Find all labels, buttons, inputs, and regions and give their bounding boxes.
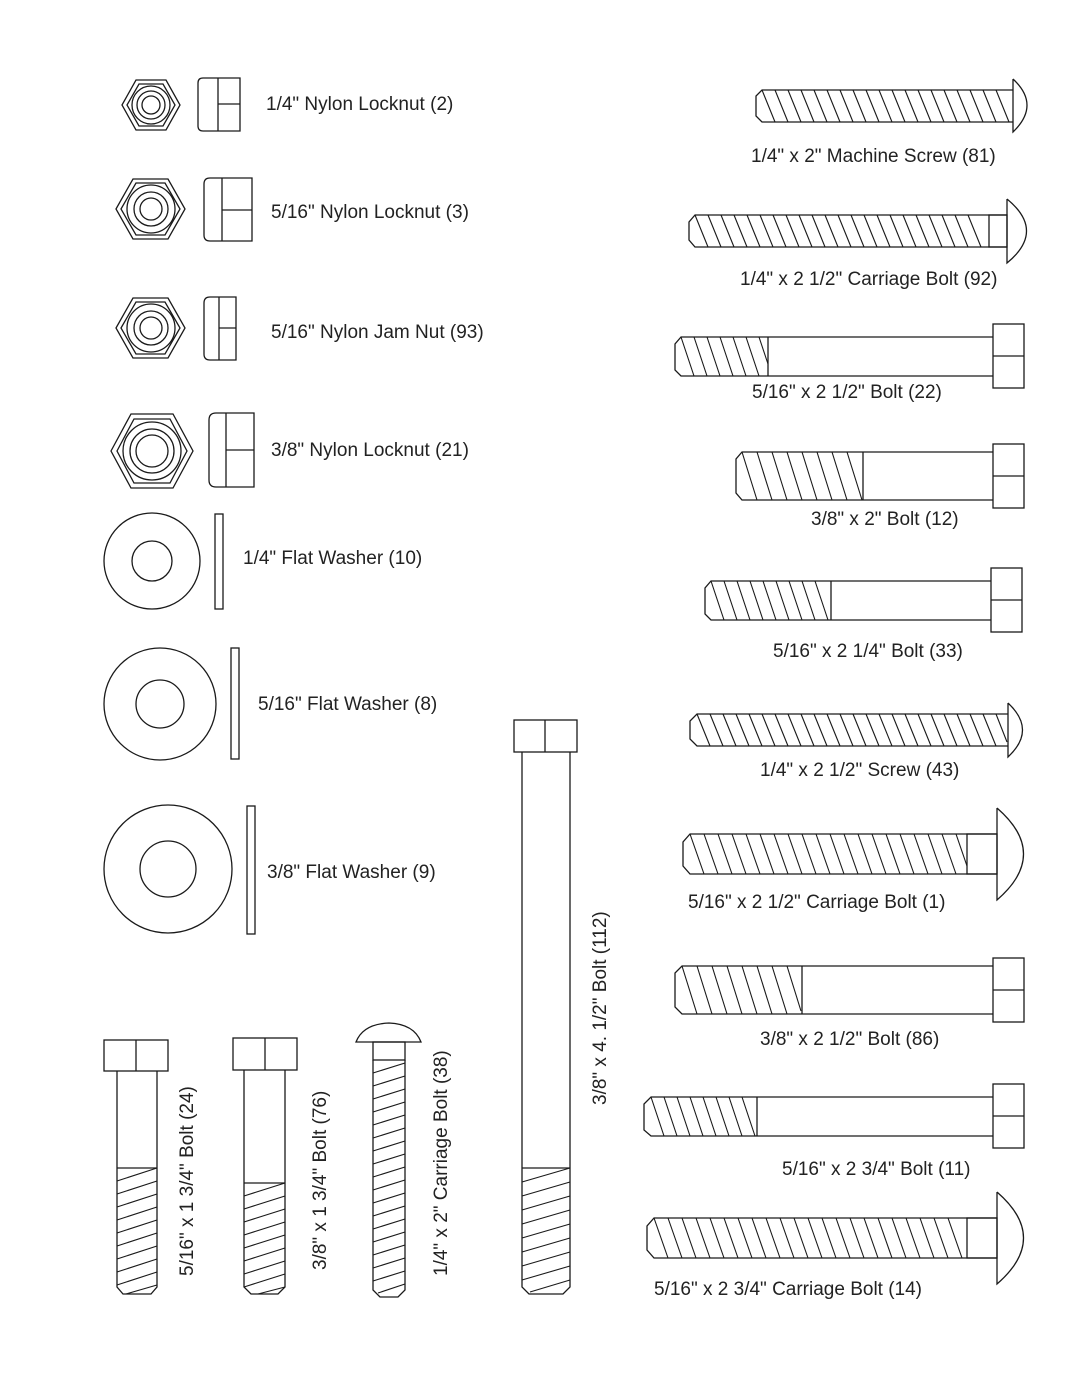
bolt-38x134-label: 3/8" x 1 3/4" Bolt (76) [310,1091,331,1270]
bolt-516x212-label: 5/16" x 2 1/2" Bolt (22) [752,382,942,403]
carriage-516x212-neck [966,833,998,875]
bolt-516x134-label: 5/16" x 1 3/4" Bolt (24) [177,1086,198,1276]
carriage-14x212-shank [688,214,1007,248]
washer-516-label: 5/16" Flat Washer (8) [258,694,437,715]
carriage-516x234-label: 5/16" x 2 3/4" Carriage Bolt (14) [654,1279,922,1300]
bolt-38x2-label: 3/8" x 2" Bolt (12) [811,509,959,530]
carriage-516x212-threads [689,833,968,875]
bolt-38x2: 3/8" x 2" Bolt (12) [735,443,1025,530]
bolt-516x212-shank [674,336,993,377]
bolt-38x134-threads [243,1182,286,1295]
nut-516-jamnut-side-view [203,296,237,361]
nut-38-locknut: 3/8" Nylon Locknut (21) [110,412,469,489]
carriage-516x212-shank [682,833,997,875]
carriage-516x234-head [996,1191,1025,1286]
screw-14x2-machine: 1/4" x 2" Machine Screw (81) [751,78,1028,167]
bolt-38x212: 3/8" x 2 1/2" Bolt (86) [674,957,1025,1050]
carriage-14x2-neck [372,1041,406,1061]
screw-14x212: 1/4" x 2 1/2" Screw (43) [689,702,1023,781]
bolt-38x2-shank [735,451,993,501]
carriage-14x212-threads [694,214,982,248]
nut-14-locknut: 1/4" Nylon Locknut (2) [121,77,453,132]
nut-516-jamnut: 5/16" Nylon Jam Nut (93) [115,296,484,361]
carriage-516x234: 5/16" x 2 3/4" Carriage Bolt (14) [646,1191,1025,1300]
carriage-516x212-head [996,807,1025,902]
carriage-14x212-neck [988,214,1008,248]
screw-14x212-threads [696,713,1008,747]
carriage-516x212: 5/16" x 2 1/2" Carriage Bolt (1) [682,807,1025,913]
washer-516-face [103,647,217,761]
bolt-38x2-threads [741,451,863,501]
washer-516-edge [230,647,240,760]
nut-14-locknut-top-view [121,79,181,131]
carriage-516x234-shank [646,1217,997,1259]
washer-14-label: 1/4" Flat Washer (10) [243,548,422,569]
bolt-38x212-label: 3/8" x 2 1/2" Bolt (86) [760,1029,939,1050]
bolt-38x412: 3/8" x 4. 1/2" Bolt (112) [513,719,611,1295]
bolt-516x214-shank [704,580,991,621]
carriage-14x212-label: 1/4" x 2 1/2" Carriage Bolt (92) [740,269,997,290]
bolt-38x412-threads [521,1167,571,1293]
nut-516-locknut: 5/16" Nylon Locknut (3) [115,177,469,242]
washer-38-face [103,804,233,934]
bolt-38x134-shank [243,1070,286,1295]
washer-38-edge [246,805,256,935]
screw-14x2-machine-label: 1/4" x 2" Machine Screw (81) [751,146,996,167]
washer-14-face [103,512,201,610]
carriage-14x2-head [355,1022,422,1043]
nut-516-jamnut-label: 5/16" Nylon Jam Nut (93) [271,322,484,343]
bolt-516x234: 5/16" x 2 3/4" Bolt (11) [643,1083,1025,1180]
bolt-516x134-threads [116,1167,158,1295]
carriage-516x234-threads [653,1217,963,1259]
screw-14x2-machine-threads [761,89,1010,123]
nut-14-locknut-label: 1/4" Nylon Locknut (2) [266,94,453,115]
nut-516-jamnut-top-view [115,297,186,359]
carriage-14x212: 1/4" x 2 1/2" Carriage Bolt (92) [688,198,1028,290]
carriage-14x2-threads [372,1062,406,1294]
carriage-14x2: 1/4" x 2" Carriage Bolt (38) [355,1022,452,1298]
bolt-516x134: 5/16" x 1 3/4" Bolt (24) [103,1039,198,1295]
carriage-14x2-shank [372,1060,406,1298]
screw-14x212-head [1007,702,1023,759]
bolt-38x412-label: 3/8" x 4. 1/2" Bolt (112) [590,911,611,1105]
bolt-516x212-threads [680,336,769,377]
nut-14-locknut-side-view [197,77,241,132]
bolt-38x212-threads [681,965,802,1015]
bolt-516x234-threads [650,1096,756,1137]
nut-516-locknut-top-view [115,178,186,240]
washer-14: 1/4" Flat Washer (10) [103,512,422,610]
washer-516: 5/16" Flat Washer (8) [103,647,437,761]
nut-516-locknut-label: 5/16" Nylon Locknut (3) [271,202,469,223]
screw-14x212-label: 1/4" x 2 1/2" Screw (43) [760,760,959,781]
carriage-516x212-label: 5/16" x 2 1/2" Carriage Bolt (1) [688,892,945,913]
nut-38-locknut-side-view [208,412,255,488]
carriage-516x234-neck [966,1217,998,1259]
bolt-38x212-shank [674,965,993,1015]
nut-38-locknut-top-view [110,413,194,489]
carriage-14x212-head [1006,198,1028,265]
screw-14x2-machine-head [1012,78,1028,134]
bolt-516x214-label: 5/16" x 2 1/4" Bolt (33) [773,641,963,662]
washer-38-label: 3/8" Flat Washer (9) [267,862,436,883]
bolt-38x134: 3/8" x 1 3/4" Bolt (76) [232,1037,331,1295]
bolt-38x412-shank [521,752,571,1295]
nut-516-locknut-side-view [203,177,253,242]
bolt-516x212: 5/16" x 2 1/2" Bolt (22) [674,323,1025,403]
bolt-516x214: 5/16" x 2 1/4" Bolt (33) [704,567,1023,662]
bolt-516x234-label: 5/16" x 2 3/4" Bolt (11) [782,1159,970,1180]
screw-14x2-machine-shank [755,89,1013,123]
bolt-516x214-threads [710,580,829,621]
bolt-516x134-shank [116,1071,158,1295]
carriage-14x2-label: 1/4" x 2" Carriage Bolt (38) [431,1050,452,1276]
washer-38: 3/8" Flat Washer (9) [103,804,436,935]
washer-14-edge [214,513,224,610]
bolt-516x234-shank [643,1096,993,1137]
nut-38-locknut-label: 3/8" Nylon Locknut (21) [271,440,469,461]
